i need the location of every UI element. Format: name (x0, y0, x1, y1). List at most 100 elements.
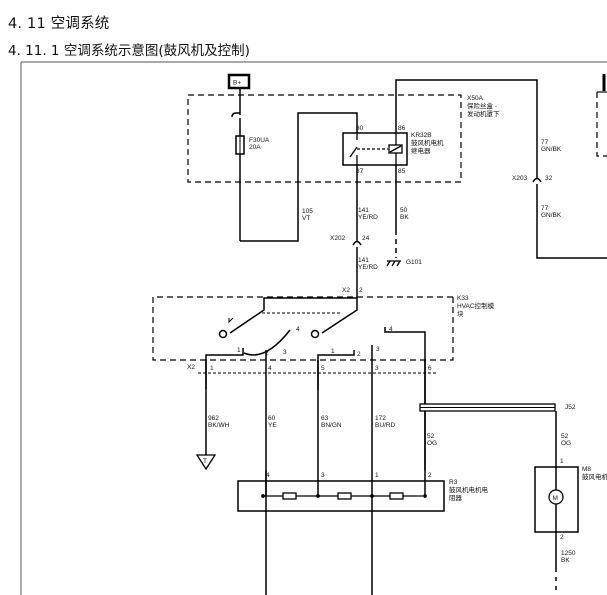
svg-text:52: 52 (427, 433, 435, 440)
svg-text:BN/GN: BN/GN (321, 422, 342, 429)
motor-symbol-icon (548, 489, 564, 505)
wire-141 (352, 165, 362, 298)
svg-text:继电器: 继电器 (411, 146, 431, 155)
svg-text:鼓风机电机电: 鼓风机电机电 (449, 485, 489, 494)
svg-text:YE: YE (268, 422, 277, 429)
svg-text:6: 6 (428, 365, 432, 372)
svg-text:BK/WH: BK/WH (208, 422, 230, 429)
svg-text:105: 105 (302, 208, 313, 215)
svg-text:X202: X202 (330, 235, 346, 242)
hvac-module-outline (152, 296, 454, 361)
svg-text:YE/RD: YE/RD (358, 214, 378, 221)
resistor-label: R3 鼓风机电机电 阻器 (449, 479, 489, 502)
svg-text:发动机罩下: 发动机罩下 (467, 109, 500, 118)
svg-text:2: 2 (359, 287, 363, 294)
svg-text:BK: BK (400, 214, 409, 221)
switch-pivot (228, 317, 234, 324)
connector-x2-bottom: X2 1 4 5 3 6 (187, 364, 432, 372)
svg-text:1: 1 (331, 348, 335, 355)
hvac-switch-internals (205, 297, 426, 595)
svg-text:K33: K33 (457, 295, 469, 302)
svg-text:24: 24 (362, 235, 370, 242)
splice-j52-label: J52 (565, 404, 576, 411)
svg-text:X203: X203 (512, 175, 528, 182)
svg-text:3: 3 (375, 365, 379, 372)
svg-text:85: 85 (398, 168, 406, 175)
relay-internals (349, 133, 403, 165)
fuse-label: F30UA 20A (249, 137, 270, 151)
svg-text:2: 2 (428, 472, 432, 479)
svg-text:3: 3 (283, 349, 287, 356)
wire-50-label: 50 BK (400, 207, 409, 221)
svg-text:962: 962 (208, 415, 219, 422)
svg-text:BK: BK (561, 557, 570, 564)
subsection-title: 4. 11. 1 空调系统示意图(鼓风机及控制) (8, 43, 250, 59)
svg-text:172: 172 (375, 415, 386, 422)
svg-text:GN/BK: GN/BK (541, 212, 562, 219)
relay-kr32b (342, 132, 408, 166)
svg-text:63: 63 (321, 415, 329, 422)
svg-text:77: 77 (541, 205, 549, 212)
connector-x202: X202 24 (330, 235, 370, 242)
svg-text:M8: M8 (582, 466, 591, 473)
svg-text:BU/RD: BU/RD (375, 422, 396, 429)
connector-x203: X203 32 (512, 175, 553, 182)
svg-text:B+: B+ (233, 80, 241, 87)
wire-1250-label: 1250 BK (561, 550, 576, 564)
svg-text:F30UA: F30UA (249, 137, 270, 144)
svg-text:32: 32 (545, 175, 553, 182)
svg-text:50: 50 (400, 207, 408, 214)
relay-label: KR32B 鼓风机电机 继电器 (411, 132, 444, 155)
svg-text:1250: 1250 (561, 550, 576, 557)
svg-text:KR32B: KR32B (411, 132, 432, 139)
svg-text:X2: X2 (342, 287, 350, 294)
svg-text:1: 1 (560, 458, 564, 465)
svg-text:OG: OG (561, 440, 571, 447)
svg-text:4: 4 (266, 472, 270, 479)
resistor-pin-labels: 4 3 1 2 (266, 472, 432, 479)
ground-symbol: T (195, 454, 217, 471)
svg-text:141: 141 (358, 257, 369, 264)
wire-b-plus-to-fuse (231, 88, 241, 241)
svg-text:阻器: 阻器 (449, 493, 463, 502)
motor-symbol-label: M (553, 495, 558, 502)
svg-text:86: 86 (398, 125, 406, 132)
svg-text:鼓风机电机: 鼓风机电机 (411, 138, 444, 147)
wire-77-labels: 77 GN/BK 77 GN/BK (541, 139, 562, 219)
svg-text:保险丝盒 -: 保险丝盒 - (467, 101, 497, 110)
svg-text:HVAC控制模: HVAC控制模 (457, 301, 495, 310)
svg-text:3: 3 (321, 472, 325, 479)
svg-text:2: 2 (265, 350, 269, 357)
svg-text:77: 77 (541, 139, 549, 146)
svg-text:2: 2 (560, 534, 564, 541)
resistor-internals (261, 492, 427, 500)
wire-105-label: 105 VT (302, 208, 313, 222)
svg-text:60: 60 (268, 415, 276, 422)
svg-text:2: 2 (357, 351, 361, 358)
svg-text:OG: OG (427, 440, 437, 447)
svg-text:VT: VT (302, 215, 310, 222)
svg-text:块: 块 (457, 309, 464, 318)
motor-pin-labels: 1 2 (560, 458, 564, 541)
relay-pin-labels: 30 86 87 85 (356, 125, 406, 175)
svg-text:52: 52 (561, 433, 569, 440)
svg-text:4: 4 (296, 326, 300, 333)
svg-text:5: 5 (321, 365, 325, 372)
svg-text:X50A: X50A (467, 95, 484, 102)
svg-text:1: 1 (375, 472, 379, 479)
wire-141-labels: 141 YE/RD 141 YE/RD (358, 207, 378, 271)
wire-52-left-label: 52 OG (427, 433, 437, 447)
power-source-b-plus: B+ (227, 73, 251, 90)
switch-pin-labels: 1 2 3 4 1 2 3 4 (237, 326, 393, 358)
wire-63-label: 63 BN/GN (321, 415, 342, 429)
svg-text:4: 4 (389, 326, 393, 333)
wire-105 (240, 112, 358, 242)
svg-text:4: 4 (268, 365, 272, 372)
svg-text:30: 30 (356, 125, 364, 132)
wire-77 (395, 79, 607, 259)
splice-j52 (419, 403, 556, 412)
partial-component-right (596, 74, 607, 157)
fuse-box-label: X50A 保险丝盒 - 发动机罩下 (467, 95, 500, 118)
ground-g101-label: G101 (406, 259, 422, 266)
